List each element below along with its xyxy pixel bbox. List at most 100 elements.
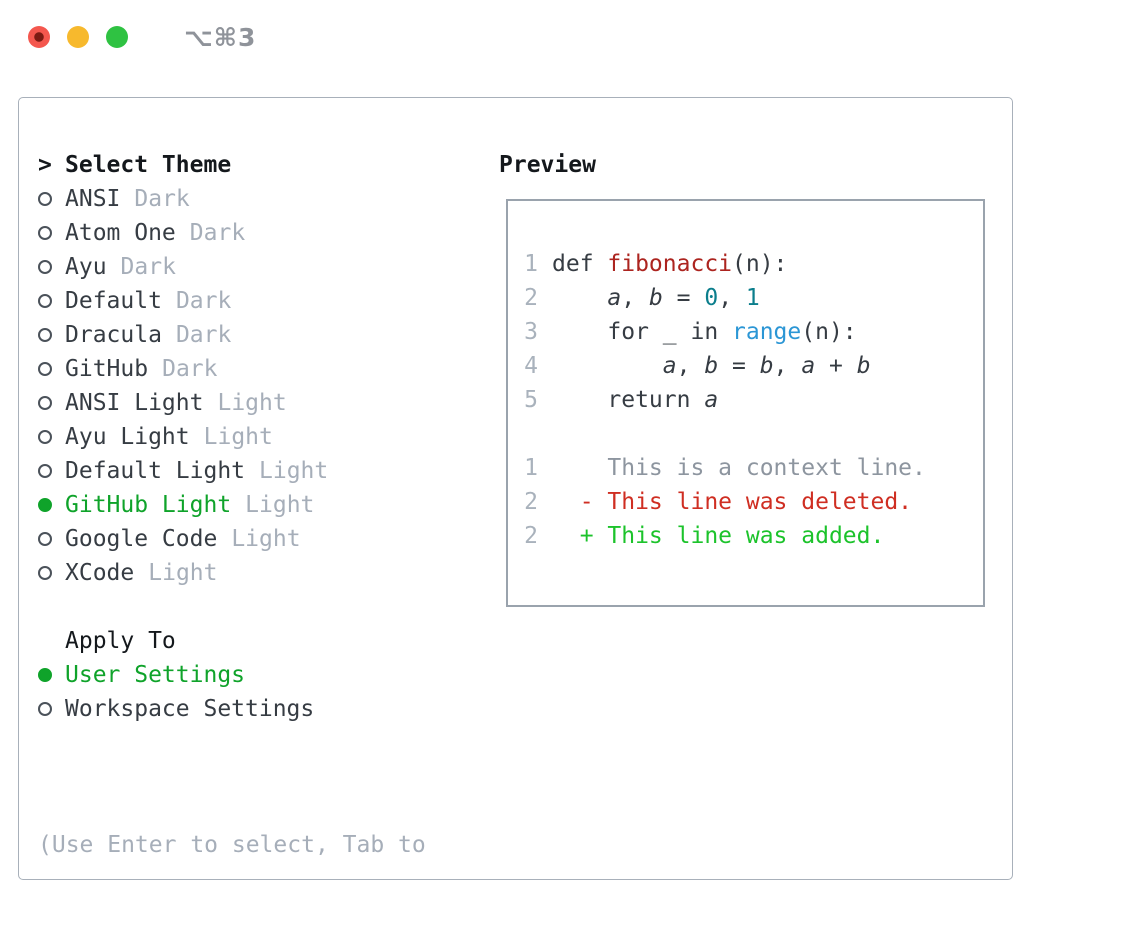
theme-name: GitHub Light xyxy=(65,492,232,518)
apply-option-label: User Settings xyxy=(65,662,246,688)
theme-option[interactable]: GitHub Dark xyxy=(38,352,499,386)
theme-option[interactable]: Ayu Light Light xyxy=(38,420,499,454)
theme-variant-tag: Dark xyxy=(134,186,190,212)
theme-option[interactable]: Dracula Dark xyxy=(38,318,499,352)
theme-name: XCode xyxy=(65,560,135,586)
code-token: return xyxy=(552,387,705,413)
code-token: + This line was added. xyxy=(552,523,885,549)
radio-icon xyxy=(38,226,52,240)
theme-option[interactable]: Ayu Dark xyxy=(38,250,499,284)
theme-option[interactable]: XCode Light xyxy=(38,556,499,590)
theme-variant-tag: Dark xyxy=(189,220,246,246)
radio-icon xyxy=(38,396,52,410)
line-number: 2 xyxy=(524,285,538,311)
code-line xyxy=(524,421,983,455)
code-token: a xyxy=(704,387,719,413)
code-token: a xyxy=(607,285,622,311)
radio-icon xyxy=(38,498,52,512)
spacer xyxy=(38,726,499,760)
code-line: 4 a, b = b, a + b xyxy=(524,353,983,387)
code-token: fibonacci xyxy=(607,251,733,277)
focus-caret-icon: > xyxy=(38,152,52,178)
window-title-shortcut: ⌥⌘3 xyxy=(184,22,257,52)
theme-name: Ayu xyxy=(65,254,107,280)
apply-option[interactable]: User Settings xyxy=(38,658,499,692)
theme-variant-tag: Dark xyxy=(120,254,176,280)
code-token: (n): xyxy=(732,251,788,277)
theme-variant-tag: Light xyxy=(259,458,329,484)
code-token: b xyxy=(856,353,871,379)
theme-list-column: > Select Theme ANSI Dark Atom One Dark A… xyxy=(38,148,499,879)
select-theme-title: Select Theme xyxy=(65,152,232,178)
traffic-light-minimize-button[interactable] xyxy=(67,26,89,48)
theme-variant-tag: Light xyxy=(203,424,273,450)
traffic-light-close-button[interactable] xyxy=(28,26,50,48)
apply-to-header-row: Apply To xyxy=(38,624,499,658)
titlebar: ⌥⌘3 xyxy=(0,0,1140,74)
theme-picker-panel: > Select Theme ANSI Dark Atom One Dark A… xyxy=(18,97,1013,880)
theme-option[interactable]: ANSI Dark xyxy=(38,182,499,216)
code-token: , xyxy=(718,285,746,311)
theme-option[interactable]: Google Code Light xyxy=(38,522,499,556)
traffic-light-zoom-button[interactable] xyxy=(106,26,128,48)
line-number: 1 xyxy=(524,251,538,277)
theme-option[interactable]: Default Light Light xyxy=(38,454,499,488)
radio-icon xyxy=(38,702,52,716)
theme-option[interactable]: GitHub Light Light xyxy=(38,488,499,522)
code-line: 2 + This line was added. xyxy=(524,523,983,557)
code-token: b xyxy=(759,353,774,379)
theme-name: Default xyxy=(65,288,162,314)
radio-icon xyxy=(38,260,52,274)
line-number: 2 xyxy=(524,489,538,515)
code-token: + xyxy=(815,353,857,379)
theme-name: Ayu Light xyxy=(65,424,190,450)
code-line: 2 - This line was deleted. xyxy=(524,489,983,523)
line-number: 3 xyxy=(524,319,538,345)
theme-option[interactable]: Atom One Dark xyxy=(38,216,499,250)
spacer xyxy=(38,590,499,624)
preview-title: Preview xyxy=(499,152,596,178)
code-line: 5 return a xyxy=(524,387,983,421)
apply-to-title: Apply To xyxy=(65,628,176,654)
apply-option[interactable]: Workspace Settings xyxy=(38,692,499,726)
code-token: , xyxy=(676,353,705,379)
theme-variant-tag: Light xyxy=(231,526,301,552)
radio-icon xyxy=(38,668,52,682)
theme-option[interactable]: ANSI Light Light xyxy=(38,386,499,420)
code-token xyxy=(552,285,607,311)
theme-name: Default Light xyxy=(65,458,246,484)
theme-option[interactable]: Default Dark xyxy=(38,284,499,318)
code-token: 1 xyxy=(745,285,760,311)
theme-variant-tag: Dark xyxy=(162,356,218,382)
theme-variant-tag: Dark xyxy=(175,322,232,348)
code-token: , xyxy=(621,285,649,311)
code-token: for _ in xyxy=(552,319,733,345)
code-token: = xyxy=(718,353,760,379)
radio-icon xyxy=(38,566,52,580)
help-text-line-1: (Use Enter to select, Tab to xyxy=(38,832,426,858)
code-token: This is a context line. xyxy=(552,455,926,481)
theme-variant-tag: Dark xyxy=(175,288,232,314)
radio-icon xyxy=(38,532,52,546)
radio-icon xyxy=(38,294,52,308)
line-number: 1 xyxy=(524,455,538,481)
code-token: a xyxy=(801,353,816,379)
radio-icon xyxy=(38,464,52,478)
code-line: 1 This is a context line. xyxy=(524,455,983,489)
theme-variant-tag: Light xyxy=(148,560,218,586)
help-text: (Use Enter to select, Tab to change focu… xyxy=(38,760,499,934)
code-token: = xyxy=(662,285,705,311)
code-line: 2 a, b = 0, 1 xyxy=(524,285,983,319)
theme-variant-tag: Light xyxy=(245,492,315,518)
code-token xyxy=(552,353,663,379)
line-number: 2 xyxy=(524,523,538,549)
help-text-line-2: change focus) xyxy=(38,930,499,934)
theme-list: ANSI Dark Atom One Dark Ayu Dark Default… xyxy=(38,182,499,590)
radio-icon xyxy=(38,430,52,444)
theme-variant-tag: Light xyxy=(217,390,287,416)
radio-icon xyxy=(38,192,52,206)
preview-header-row: Preview xyxy=(499,148,1012,182)
code-token: (n): xyxy=(801,319,857,345)
